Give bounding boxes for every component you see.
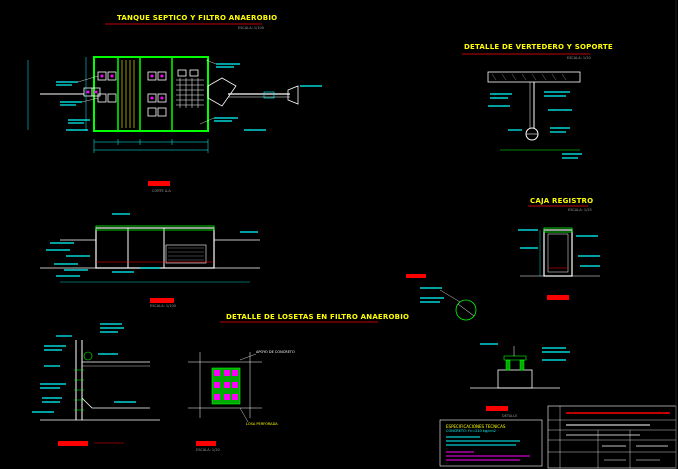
scale-weir: ESCALA: 1/20 [567, 56, 591, 60]
title-septic: TANQUE SEPTICO Y FILTRO ANAEROBIO [117, 14, 278, 22]
scale-section: ESCALA: 1/100 [150, 304, 177, 308]
pipe-circle-detail [406, 274, 477, 321]
label-apoyo: APOYO DE CONCRETO [256, 350, 295, 354]
tank-section [40, 213, 260, 303]
label-detalle: DETALLE [502, 414, 518, 418]
title-losetas: DETALLE DE LOSETAS EN FILTRO ANAEROBIO [226, 313, 410, 321]
scale-detail: ESCALA: 1/20 [196, 448, 220, 452]
scale-registro: ESCALA: 1/25 [568, 208, 592, 212]
weir-detail [462, 53, 590, 159]
wall-detail [32, 323, 160, 446]
title-registro: CAJA REGISTRO [530, 197, 594, 205]
registro-box [518, 205, 600, 300]
notes-heading: ESPECIFICACIONES TECNICAS [446, 424, 506, 429]
title-block [547, 405, 677, 469]
label-corte: CORTE A-A [152, 189, 171, 193]
notes-box [439, 419, 543, 467]
title-weir: DETALLE DE VERTEDERO Y SOPORTE [464, 43, 613, 51]
scale-septic: ESCALA: 1/100 [238, 26, 265, 30]
losetas-detail [188, 321, 378, 446]
notes-line-1: CONCRETO: f'c=210 kg/cm2 [446, 429, 496, 433]
support-detail [470, 343, 570, 411]
label-losa-perforada: LOSA PERFORADA [246, 422, 278, 426]
septic-tank-plan [27, 23, 322, 186]
